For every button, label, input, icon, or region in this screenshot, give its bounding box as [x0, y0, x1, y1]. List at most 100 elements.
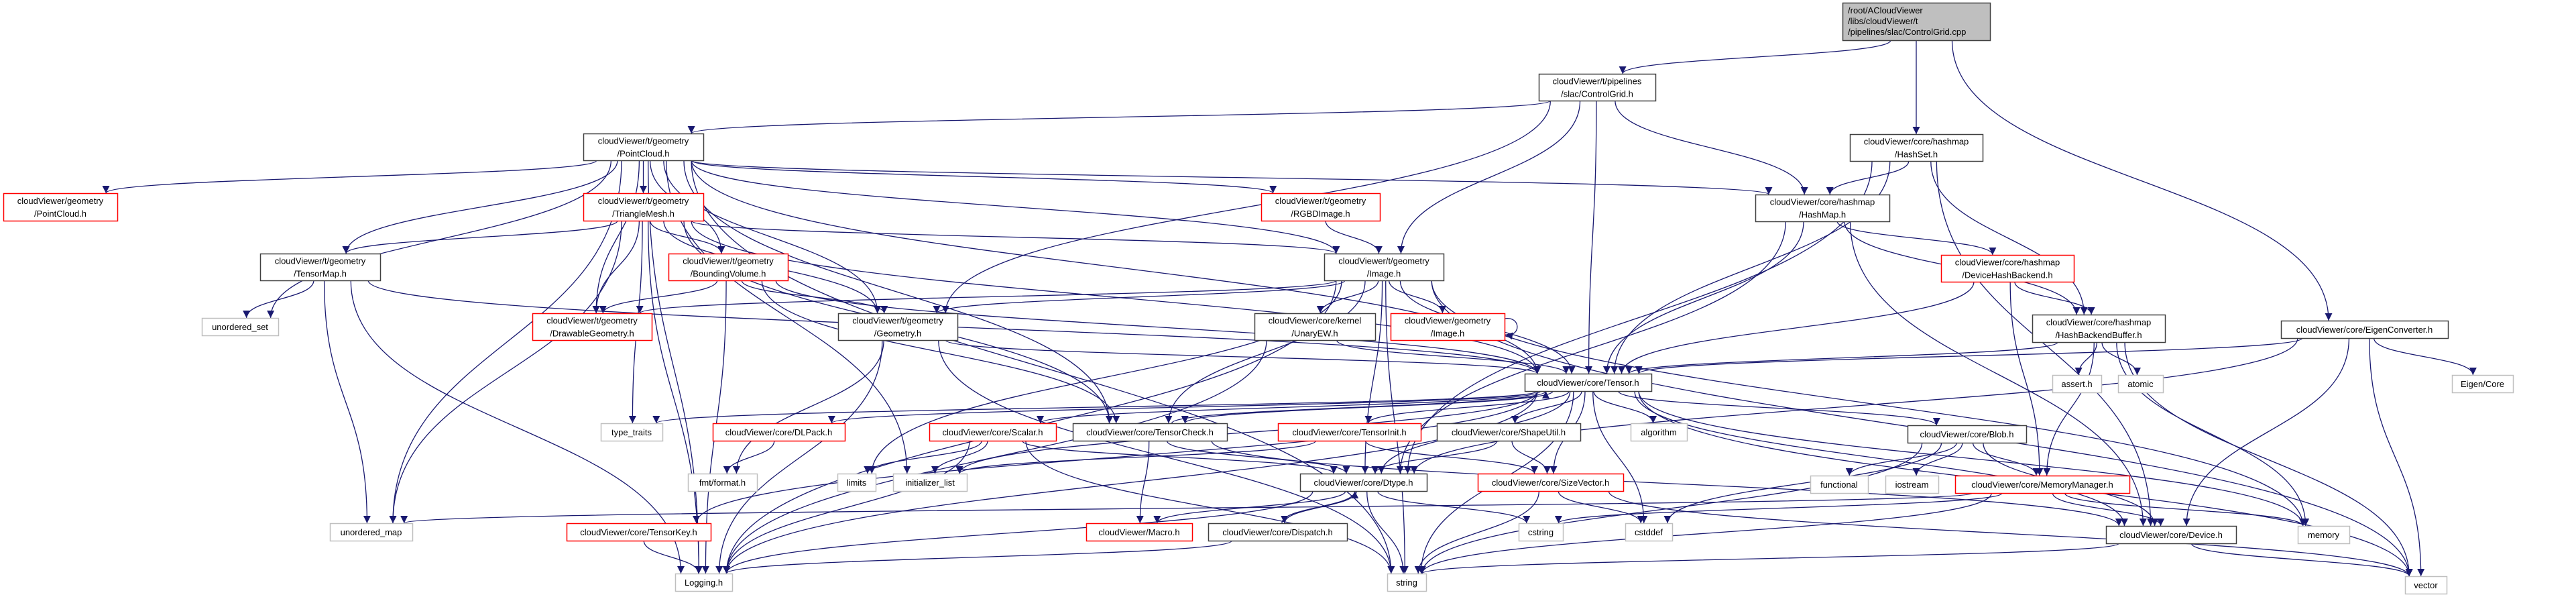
node-cloudviewer-core-eigenconverter-h[interactable]: cloudViewer/core/EigenConverter.h	[2280, 320, 2449, 339]
dependency-edge	[1022, 440, 1338, 474]
node-cloudviewer-core-blob-h[interactable]: cloudViewer/core/Blob.h	[1907, 425, 2028, 444]
dependency-edge	[1951, 40, 2333, 321]
node-memory: memory	[2297, 525, 2351, 545]
dependency-edge	[691, 160, 1340, 254]
node-label: vector	[2414, 580, 2438, 590]
node-label: cloudViewer/core/hashmap	[2046, 317, 2152, 327]
node-cloudviewer-t-geometry-image-h[interactable]: cloudViewer/t/geometry/Image.h	[1324, 253, 1445, 282]
dependency-edge	[1165, 280, 1366, 424]
node-label: cloudViewer/core/ShapeUtil.h	[1452, 427, 1566, 437]
node-box	[2117, 374, 2164, 394]
node-box	[1436, 423, 1582, 442]
node-box	[1524, 373, 1653, 392]
node-cloudviewer-core-hashmap-hashset-h[interactable]: cloudViewer/core/hashmap/HashSet.h	[1849, 133, 1984, 162]
node-cloudviewer-core-tensorinit-h[interactable]: cloudViewer/core/TensorInit.h	[1277, 423, 1422, 442]
node-cloudviewer-t-geometry-trianglemesh-h[interactable]: cloudViewer/t/geometry/TriangleMesh.h	[583, 193, 705, 222]
dependency-edge	[2064, 492, 2307, 527]
dependency-edge	[688, 100, 1552, 134]
node-cloudviewer-core-kernel-unaryew-h[interactable]: cloudViewer/core/kernel/UnaryEW.h	[1254, 313, 1377, 341]
node-cloudviewer-core-tensor-h[interactable]: cloudViewer/core/Tensor.h	[1524, 373, 1653, 392]
node-cloudviewer-core-dispatch-h[interactable]: cloudViewer/core/Dispatch.h	[1208, 523, 1348, 542]
node-label: /PointCloud.h	[617, 148, 669, 158]
node-box	[329, 523, 414, 542]
dependency-edge	[1504, 318, 1518, 340]
dependency-edge	[1849, 221, 2147, 527]
dependency-edge	[732, 339, 884, 474]
node-label: /HashBackendBuffer.h	[2055, 330, 2142, 340]
dependency-edge	[648, 160, 703, 574]
node-atomic: atomic	[2117, 374, 2164, 394]
node-cloudviewer-macro-h[interactable]: cloudViewer/Macro.h	[1086, 523, 1193, 542]
node-unordered-set: unordered_set	[201, 317, 280, 337]
node-cloudviewer-core-device-h[interactable]: cloudViewer/core/Device.h	[2105, 525, 2237, 545]
node-cloudviewer-core-shapeutil-h[interactable]: cloudViewer/core/ShapeUtil.h	[1436, 423, 1582, 442]
dependency-edge	[1972, 442, 2040, 476]
node-label: cloudViewer/geometry	[1405, 315, 1491, 325]
node-cloudviewer-core-hashmap-hashmap-h[interactable]: cloudViewer/core/hashmap/HashMap.h	[1755, 194, 1891, 223]
dependency-edge	[723, 490, 1313, 574]
node-label: cloudViewer/core/Tensor.h	[1537, 378, 1639, 388]
node-label: /pipelines/slac/ControlGrid.cpp	[1848, 27, 1966, 37]
node-cloudviewer-core-hashmap-devicehashbackend-h[interactable]: cloudViewer/core/hashmap/DeviceHashBacke…	[1940, 254, 2075, 283]
node-cloudviewer-t-pipelines-slac-controlgrid-h[interactable]: cloudViewer/t/pipelines/slac/ControlGrid…	[1538, 73, 1657, 102]
dependency-edge	[955, 390, 1538, 474]
node-cloudviewer-t-geometry-drawablegeometry-h[interactable]: cloudViewer/t/geometry/DrawableGeometry.…	[532, 313, 653, 341]
node-label: /root/ACloudViewer	[1848, 5, 1923, 15]
node-cloudviewer-core-tensorcheck-h[interactable]: cloudViewer/core/TensorCheck.h	[1072, 423, 1228, 442]
node-cloudviewer-core-dtype-h[interactable]: cloudViewer/core/Dtype.h	[1299, 473, 1428, 492]
node-box	[259, 253, 382, 282]
node-cloudviewer-t-geometry-tensormap-h[interactable]: cloudViewer/t/geometry/TensorMap.h	[259, 253, 382, 282]
node-cloudviewer-core-sizevector-h[interactable]: cloudViewer/core/SizeVector.h	[1477, 473, 1625, 492]
node-functional: functional	[1810, 475, 1869, 494]
node-cloudviewer-core-tensorkey-h[interactable]: cloudViewer/core/TensorKey.h	[566, 523, 712, 542]
node-label: /Image.h	[1431, 328, 1465, 338]
node-root-acloudviewer-libs-cloudviewer-t-pipelines-slac-controlgrid-cpp[interactable]: /root/ACloudViewer/libs/cloudViewer/t/pi…	[1842, 2, 1991, 42]
node-box	[1208, 523, 1348, 542]
dependency-edge	[2014, 281, 2095, 315]
node-box	[2032, 314, 2166, 343]
node-label: Logging.h	[685, 578, 723, 588]
dependency-edge	[1592, 390, 1648, 524]
node-label: cloudViewer/core/Dispatch.h	[1222, 527, 1333, 537]
dependency-edge	[649, 220, 725, 254]
node-cloudviewer-core-memorymanager-h[interactable]: cloudViewer/core/MemoryManager.h	[1954, 475, 2131, 494]
node-box	[1477, 473, 1625, 492]
node-cloudviewer-t-geometry-boundingvolume-h[interactable]: cloudViewer/t/geometry/BoundingVolume.h	[668, 253, 789, 282]
node-cloudviewer-geometry-image-h[interactable]: cloudViewer/geometry/Image.h	[1390, 313, 1506, 341]
node-cloudviewer-geometry-pointcloud-h[interactable]: cloudViewer/geometry/PointCloud.h	[3, 193, 119, 222]
node-cloudviewer-core-scalar-h[interactable]: cloudViewer/core/Scalar.h	[929, 423, 1057, 442]
node-cloudviewer-t-geometry-rgbdimage-h[interactable]: cloudViewer/t/geometry/RGBDImage.h	[1261, 193, 1381, 222]
dependency-edge	[663, 160, 882, 314]
dependency-edge	[1602, 221, 1804, 374]
node-cloudviewer-core-dlpack-h[interactable]: cloudViewer/core/DLPack.h	[712, 423, 846, 442]
dependency-edge	[693, 390, 1538, 524]
node-assert-h: assert.h	[2052, 374, 2103, 394]
node-label: cloudViewer/t/geometry	[852, 315, 943, 325]
node-label: unordered_map	[341, 527, 402, 537]
node-box	[600, 423, 664, 442]
node-cloudviewer-core-hashmap-hashbackendbuffer-h[interactable]: cloudViewer/core/hashmap/HashBackendBuff…	[2032, 314, 2166, 343]
node-box	[583, 133, 705, 162]
node-box	[2105, 525, 2237, 545]
node-label: cloudViewer/core/TensorKey.h	[580, 527, 697, 537]
node-label: algorithm	[1641, 427, 1676, 437]
node-label: fmt/format.h	[699, 478, 746, 488]
node-box	[2297, 525, 2351, 545]
dependency-edge	[243, 280, 314, 319]
dependency-edge	[2052, 492, 2165, 527]
node-box	[1277, 423, 1422, 442]
dependency-edge	[592, 160, 640, 314]
node-box	[201, 317, 280, 337]
node-label: unordered_set	[212, 322, 268, 332]
dependency-edge	[389, 160, 622, 524]
node-box	[1518, 523, 1564, 542]
node-label: cloudViewer/core/hashmap	[1770, 197, 1875, 207]
dependency-edge	[1419, 543, 2120, 574]
dependency-edge	[636, 280, 1337, 314]
node-box	[892, 473, 968, 492]
node-cloudviewer-t-geometry-pointcloud-h[interactable]: cloudViewer/t/geometry/PointCloud.h	[583, 133, 705, 162]
node-cloudviewer-t-geometry-geometry-h[interactable]: cloudViewer/t/geometry/Geometry.h	[837, 313, 959, 341]
node-label: cstddef	[1635, 527, 1663, 537]
node-label: cloudViewer/geometry	[17, 196, 104, 206]
